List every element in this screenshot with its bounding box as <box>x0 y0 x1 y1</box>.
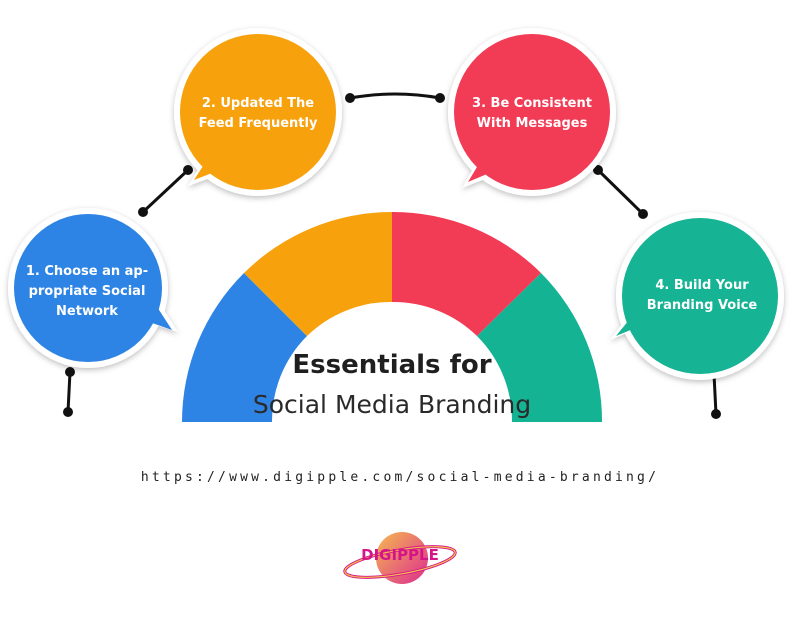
source-url[interactable]: https://www.digipple.com/social-media-br… <box>140 470 660 485</box>
bubble-1 <box>8 208 178 368</box>
connector-3-4 <box>596 168 645 216</box>
arc-segment-3 <box>392 211 541 336</box>
connector-1-bottom <box>66 371 72 413</box>
connector-1-top <box>141 168 190 214</box>
planet-ring-icon <box>343 532 457 584</box>
bubble-3 <box>448 28 616 196</box>
title-light: Social Media Branding <box>252 390 532 419</box>
bubble-4 <box>610 212 784 380</box>
arc-segment-1 <box>182 273 307 422</box>
arc-segment-4 <box>477 273 603 422</box>
connector-4-bottom <box>712 373 718 415</box>
step-1-label: 1. Choose an ap- propriate Social Networ… <box>25 264 149 319</box>
digipple-logo: DIGIPPLE <box>338 524 462 594</box>
step-4-label: 4. Build Your Branding Voice <box>646 278 758 313</box>
bubble-2 <box>174 28 342 196</box>
step-3-label: 3. Be Consistent With Messages <box>472 96 592 131</box>
connector-2-3 <box>349 92 441 100</box>
arc-segment-2 <box>244 211 392 336</box>
title-strong: Essentials for <box>292 350 492 380</box>
connectors <box>66 92 718 415</box>
logo-text: DIGIPPLE <box>361 546 439 564</box>
step-2-label: 2. Updated The Feed Frequently <box>198 96 318 131</box>
